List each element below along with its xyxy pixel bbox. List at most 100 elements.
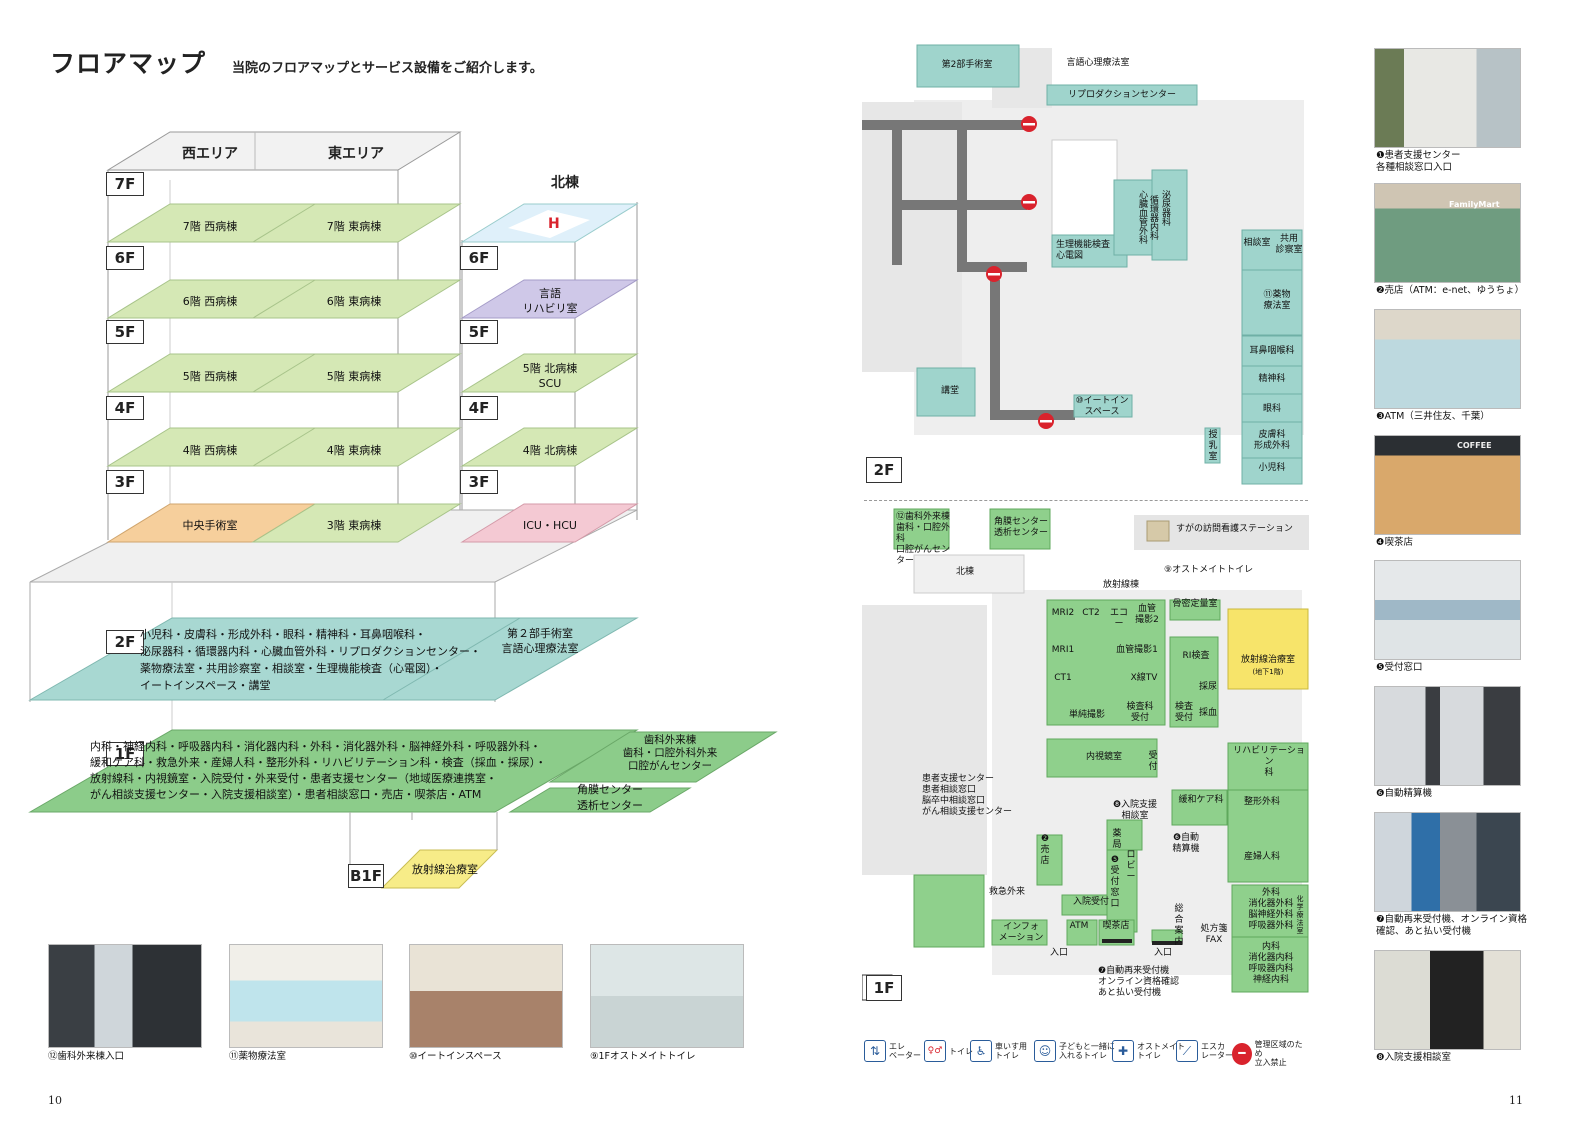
1f-radiology-label: 放射線棟 (1102, 580, 1139, 590)
plate-north-5f (460, 353, 639, 393)
legend-no-entry: ━管理区域のため 立入禁止 (1232, 1040, 1304, 1067)
1f-north-wing (913, 554, 1025, 594)
plate-3f-east (251, 503, 462, 543)
photo-drug-therapy (229, 944, 383, 1048)
2f-psych-label: 精神科 (1258, 374, 1286, 384)
floor-label-2f: 2F (106, 630, 144, 654)
photo-admission-consult (1374, 950, 1521, 1050)
2f-speech-label: 言語心理療法室 (1066, 58, 1130, 68)
1f-admission-consult-label: ❽入院支援 相談室 (1112, 800, 1158, 821)
plate-3f-west-text: 中央手術室 (182, 519, 238, 532)
main-plates-svg: H (106, 203, 639, 543)
wheelchair-icon: ♿ (970, 1040, 992, 1062)
plate-north-6f (460, 279, 639, 319)
2f-consult-label: 相談室 (1243, 238, 1271, 248)
caption-eatin: ⑩イートインスペース (409, 1051, 502, 1062)
2f-cardio (1113, 179, 1153, 256)
2f-eatin-label: ⑩イートイン スペース (1075, 396, 1129, 417)
2f-urology-label: 泌尿器科 (1160, 190, 1170, 226)
caption-support-center: ❶患者支援センター 各種相談窓口入口 (1376, 150, 1461, 173)
map-2f-label: 2F (866, 457, 902, 483)
plate-4f-west: 4階 西病棟 (182, 444, 238, 457)
north-floor-label-3f: 3F (460, 470, 498, 494)
1f-entrance1-label: 入口 (1049, 948, 1068, 958)
north-plate-5f: 5階 北病棟 SCU (522, 362, 578, 390)
plate-north-3f (460, 503, 639, 543)
plate-6f-west: 6階 西病棟 (182, 295, 238, 308)
2f-surgery2 (916, 44, 1020, 88)
1f-rehab-label: リハビリテーション 科 (1233, 746, 1305, 778)
1f-echo-label: エコー (1109, 608, 1128, 629)
1f-mri2-label: MRI2 (1051, 608, 1075, 618)
1f-bone-label: 骨密定量室 (1172, 599, 1218, 609)
floor-label-3f: 3F (106, 470, 144, 494)
north-floor-label-4f: 4F (460, 396, 498, 420)
photo-shop: FamilyMart (1374, 183, 1521, 283)
floor-label-1f: 1F (106, 742, 144, 766)
1f-pharmacy-label: 薬 局 (1112, 829, 1122, 850)
1f-shop-label: ❷ 売 店 (1040, 834, 1050, 866)
1f-atm-label: ATM (1069, 921, 1089, 931)
2f-derm-label: 皮膚科 形成外科 (1253, 430, 1290, 451)
floor-label-7f: 7F (106, 172, 144, 196)
west-area-label: 西エリア (182, 146, 238, 162)
2f-ent-label: 耳鼻咽喉科 (1249, 346, 1295, 356)
2f-repro-label: リプロダクションセンター (1067, 90, 1176, 100)
1f-radiotherapy-note: (地下1階) (1252, 668, 1284, 676)
2f-repro (1046, 84, 1198, 106)
legend-family: ☺子どもと一緒に 入れるトイレ (1034, 1040, 1115, 1062)
photo-cafe: COFFEE (1374, 435, 1521, 535)
1f-internal-label: 内科 消化器内科 呼吸器内科 神経内科 (1248, 942, 1294, 985)
map-1f-label: 1F (866, 975, 902, 1001)
legend-ostomy: ✚オストメイト トイレ (1112, 1040, 1185, 1062)
photo-eatin (409, 944, 563, 1048)
1f-support-label: 患者支援センター 患者相談窓口 脳卒中相談窓口 がん相談支援センター (922, 774, 1013, 817)
floor-label-6f: 6F (106, 246, 144, 270)
photo-ostomy (590, 944, 744, 1048)
floor-label-5f: 5F (106, 320, 144, 344)
north-plate-6f: 言語 リハビリ室 (522, 287, 578, 315)
caption-admission-consult: ❽入院支援相談室 (1376, 1052, 1452, 1063)
2f-drug (1241, 269, 1303, 336)
1f-angio2-label: 血管 撮影2 (1135, 604, 1159, 625)
1f-lab-reception2-label: 検査 受付 (1174, 702, 1193, 723)
page-number-right: 11 (1509, 1094, 1523, 1107)
1f-surgery-label: 外科 消化器外科 脳神経外科 呼吸器外科 (1248, 888, 1294, 931)
floor-1f-cornea-text: 角膜センター 透析センター (577, 783, 643, 812)
1f-north-label: 北棟 (955, 567, 974, 577)
legend-toilet: ♀♂トイレ (924, 1040, 973, 1062)
escalator-icon: ⟋ (1176, 1040, 1198, 1062)
2f-surgery2-label: 第2部手術室 (941, 60, 993, 70)
north-floor-label-5f: 5F (460, 320, 498, 344)
photo-dental-entrance (48, 944, 202, 1048)
2f-cardio-label: 循環器内科 心臓血管外科 (1137, 190, 1158, 244)
1f-chemo-label: 化 学 療 法 室 (1296, 895, 1304, 935)
1f-ct2-label: CT2 (1082, 608, 1100, 618)
1f-palliative-label: 緩和ケア科 (1178, 795, 1224, 805)
1f-endoscopy (1046, 738, 1158, 778)
legend-elevator: ⇅エレ ベーター (864, 1040, 921, 1062)
north-wing-label: 北棟 (551, 175, 579, 191)
2f-physio-label: 生理機能検査 心電図 (1056, 240, 1111, 261)
1f-reentry-label: ❼自動再来受付機 オンライン資格確認 あと払い受付機 (1098, 966, 1180, 998)
1f-visiting-label: すがの訪問看護ステーション (1176, 524, 1293, 534)
north-floor-label-6f: 6F (460, 246, 498, 270)
caption-atm: ❸ATM（三井住友、千葉） (1376, 411, 1490, 422)
1f-cornea-label: 角膜センター 透析センター (993, 517, 1048, 538)
1f-auto-pay-label: ❻自動 精算機 (1172, 833, 1200, 854)
1f-reception-label: ❺ 受 付 窓 口 (1110, 855, 1120, 909)
1f-radiotherapy (1227, 608, 1309, 690)
1f-ct1-label: CT1 (1054, 673, 1072, 683)
legend-escalator: ⟋エスカ レーター (1176, 1040, 1233, 1062)
caption-reception: ❺受付窓口 (1376, 662, 1423, 673)
familymart-sign: FamilyMart (1449, 200, 1500, 209)
map-2f (862, 44, 1304, 485)
heliport-letter: H (548, 216, 560, 232)
page-title: フロアマップ (50, 49, 207, 78)
1f-info-label: インフォ メーション (998, 922, 1044, 943)
2f-nursing-label: 授 乳 室 (1208, 430, 1218, 462)
page-number-left: 10 (48, 1094, 62, 1107)
caption-ostomy: ⑨1Fオストメイトトイレ (590, 1051, 696, 1062)
1f-simple-label: 単純撮影 (1068, 710, 1105, 720)
1f-rx-fax-label: 処方箋 FAX (1200, 924, 1228, 945)
